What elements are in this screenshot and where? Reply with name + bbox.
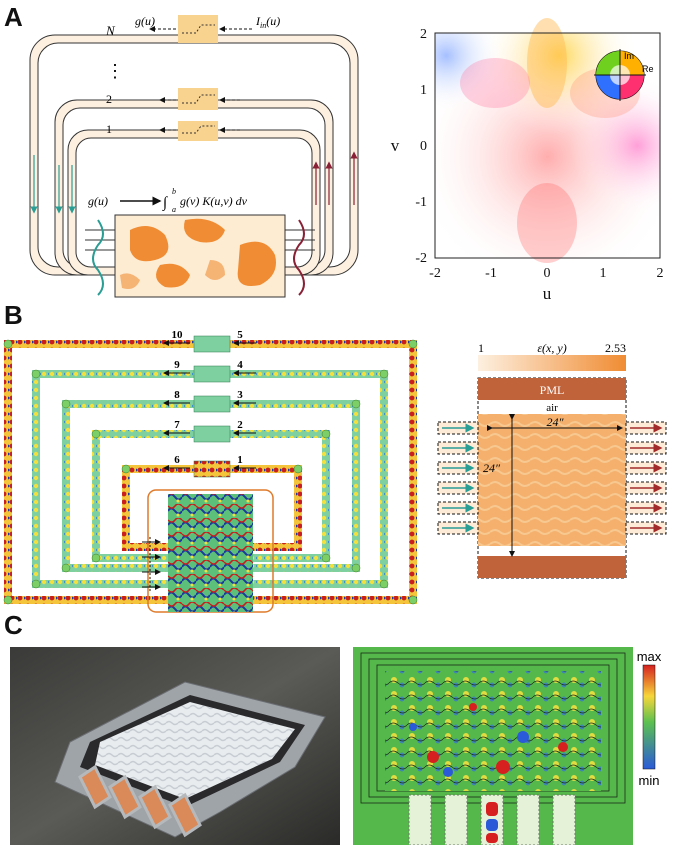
colorwheel-re-label: Re — [642, 64, 654, 74]
y-tick: 0 — [420, 139, 427, 154]
g-u-top-label: g(u) — [135, 14, 155, 28]
colorbar-label: ε(x, y) — [537, 341, 566, 355]
colorbar-min: 1 — [478, 341, 484, 355]
kernel-lower: a — [172, 205, 176, 214]
colorbar-max: max — [637, 649, 662, 664]
panel-a-schematic: N ⋮ 2 1 g(u) Iin(u) g(u) ∫ a b g(v) K(u,… — [29, 14, 359, 298]
panel-a-heatmap: Im Re -2 -1 0 1 2 2 1 0 -1 -2 u v — [391, 18, 664, 300]
field-colorbar — [642, 664, 656, 770]
panel-letter-a: A — [4, 2, 23, 32]
panel-c-field: max min — [353, 647, 662, 845]
x-tick: -2 — [429, 266, 441, 281]
port-label: 9 — [174, 359, 180, 371]
x-tick: 0 — [544, 266, 551, 281]
x-axis-label: u — [543, 284, 552, 300]
loop-label-n: N — [105, 23, 116, 38]
kernel-integral: ∫ — [162, 195, 169, 211]
port-label: 1 — [237, 454, 243, 466]
y-axis-label: v — [391, 136, 400, 155]
colorwheel-icon: Im Re — [594, 49, 654, 101]
colorbar-min: min — [639, 773, 660, 788]
kernel-g-label: g(u) — [88, 194, 108, 208]
pml-label: PML — [540, 383, 565, 397]
width-dimension: 24″ — [547, 415, 565, 429]
port-label: 8 — [174, 389, 180, 401]
panel-b-simulation: 10 5 9 4 8 3 7 2 6 1 — [3, 329, 418, 613]
loop-blocks — [149, 15, 252, 141]
i-in-label: Iin(u) — [255, 14, 280, 30]
loop-label-2: 2 — [106, 92, 112, 106]
panel-b-permittivity: 1 ε(x, y) 2.53 PML air 24″ 24″ — [437, 341, 667, 579]
panel-c-photo — [10, 647, 340, 845]
y-tick: 1 — [420, 83, 427, 98]
port-label: 7 — [174, 419, 180, 431]
air-label: air — [546, 402, 558, 414]
kernel-upper: b — [172, 187, 176, 196]
port-label: 10 — [172, 329, 184, 341]
y-tick: -2 — [415, 251, 427, 266]
panel-letter-b: B — [4, 300, 23, 330]
colorbar-max: 2.53 — [605, 341, 626, 355]
port-label: 6 — [174, 454, 180, 466]
panel-letter-c: C — [4, 610, 23, 640]
kernel-block — [114, 214, 286, 298]
port-label: 5 — [237, 329, 243, 341]
colorbar — [478, 355, 626, 371]
port-label: 3 — [237, 389, 243, 401]
x-tick: 2 — [657, 266, 664, 281]
y-tick: -1 — [415, 195, 427, 210]
loop-dots: ⋮ — [106, 61, 124, 81]
height-dimension: 24″ — [483, 461, 501, 475]
port-label: 2 — [237, 419, 243, 431]
port-label: 4 — [237, 359, 243, 371]
x-tick: -1 — [485, 266, 497, 281]
colorwheel-im-label: Im — [624, 51, 634, 61]
loop-label-1: 1 — [106, 122, 112, 136]
x-tick: 1 — [600, 266, 607, 281]
y-tick: 2 — [420, 27, 427, 42]
kernel-expression: g(v) K(u,v) dv — [180, 194, 248, 208]
